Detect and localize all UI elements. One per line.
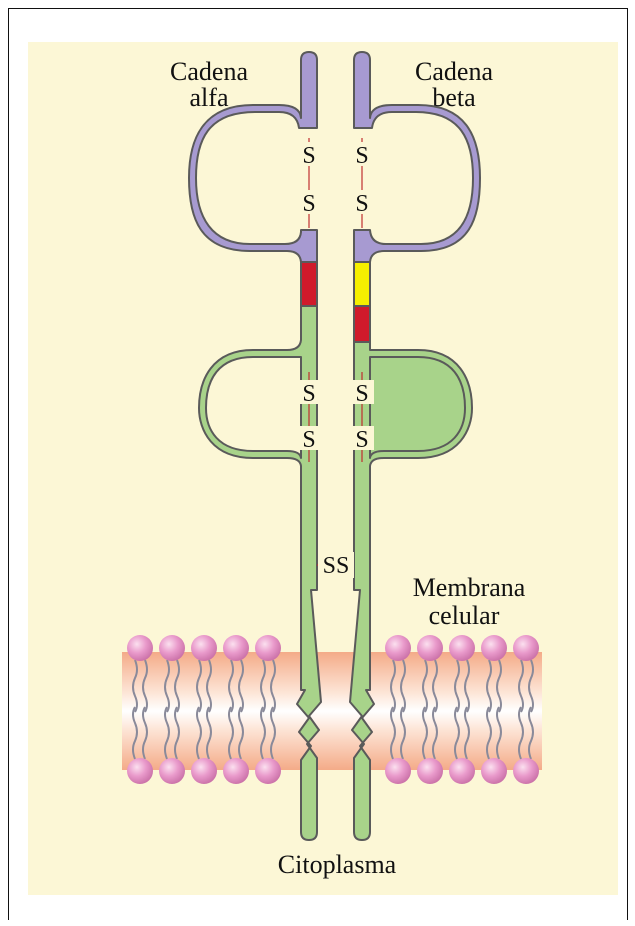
lipid-head [255, 635, 281, 661]
membrane-label-line1: Membrana [413, 573, 526, 602]
lipid-head [127, 758, 153, 784]
beta-chain-label-line2: beta [432, 83, 476, 112]
lipid-head [417, 635, 443, 661]
lipid-head [191, 635, 217, 661]
lipid-head [127, 635, 153, 661]
lipid-head [481, 635, 507, 661]
beta1-s-bottom: S [355, 191, 368, 217]
interchain-ss-label: SS [323, 553, 350, 579]
beta2-s-bottom: S [355, 427, 368, 453]
beta-yellow-segment [354, 262, 370, 306]
lipid-head [481, 758, 507, 784]
cell-membrane [122, 635, 542, 784]
lipid-head [449, 758, 475, 784]
cytoplasm-label: Citoplasma [278, 850, 397, 879]
alpha-chain-label-line2: alfa [190, 83, 229, 112]
lipid-head [255, 758, 281, 784]
beta-chain-label-line1: Cadena [415, 57, 493, 86]
alpha-red-segment [301, 262, 317, 306]
membrane-label-line2: celular [429, 601, 500, 630]
lipid-head [385, 635, 411, 661]
beta-red-segment [354, 306, 370, 342]
lipid-head [417, 758, 443, 784]
membrane-core [122, 652, 542, 770]
lipid-head [223, 758, 249, 784]
lipid-head [513, 758, 539, 784]
lipid-head [385, 758, 411, 784]
beta2-s-top: S [355, 381, 368, 407]
alpha2-s-bottom: S [302, 427, 315, 453]
alpha-chain-label-line1: Cadena [170, 57, 248, 86]
lipid-head [159, 758, 185, 784]
alpha2-s-top: S [302, 381, 315, 407]
lipid-head [191, 758, 217, 784]
lipid-head [449, 635, 475, 661]
alpha1-s-top: S [302, 143, 315, 169]
lipid-head [513, 635, 539, 661]
lipid-head [159, 635, 185, 661]
beta1-s-top: S [355, 143, 368, 169]
alpha1-s-bottom: S [302, 191, 315, 217]
lipid-head [223, 635, 249, 661]
